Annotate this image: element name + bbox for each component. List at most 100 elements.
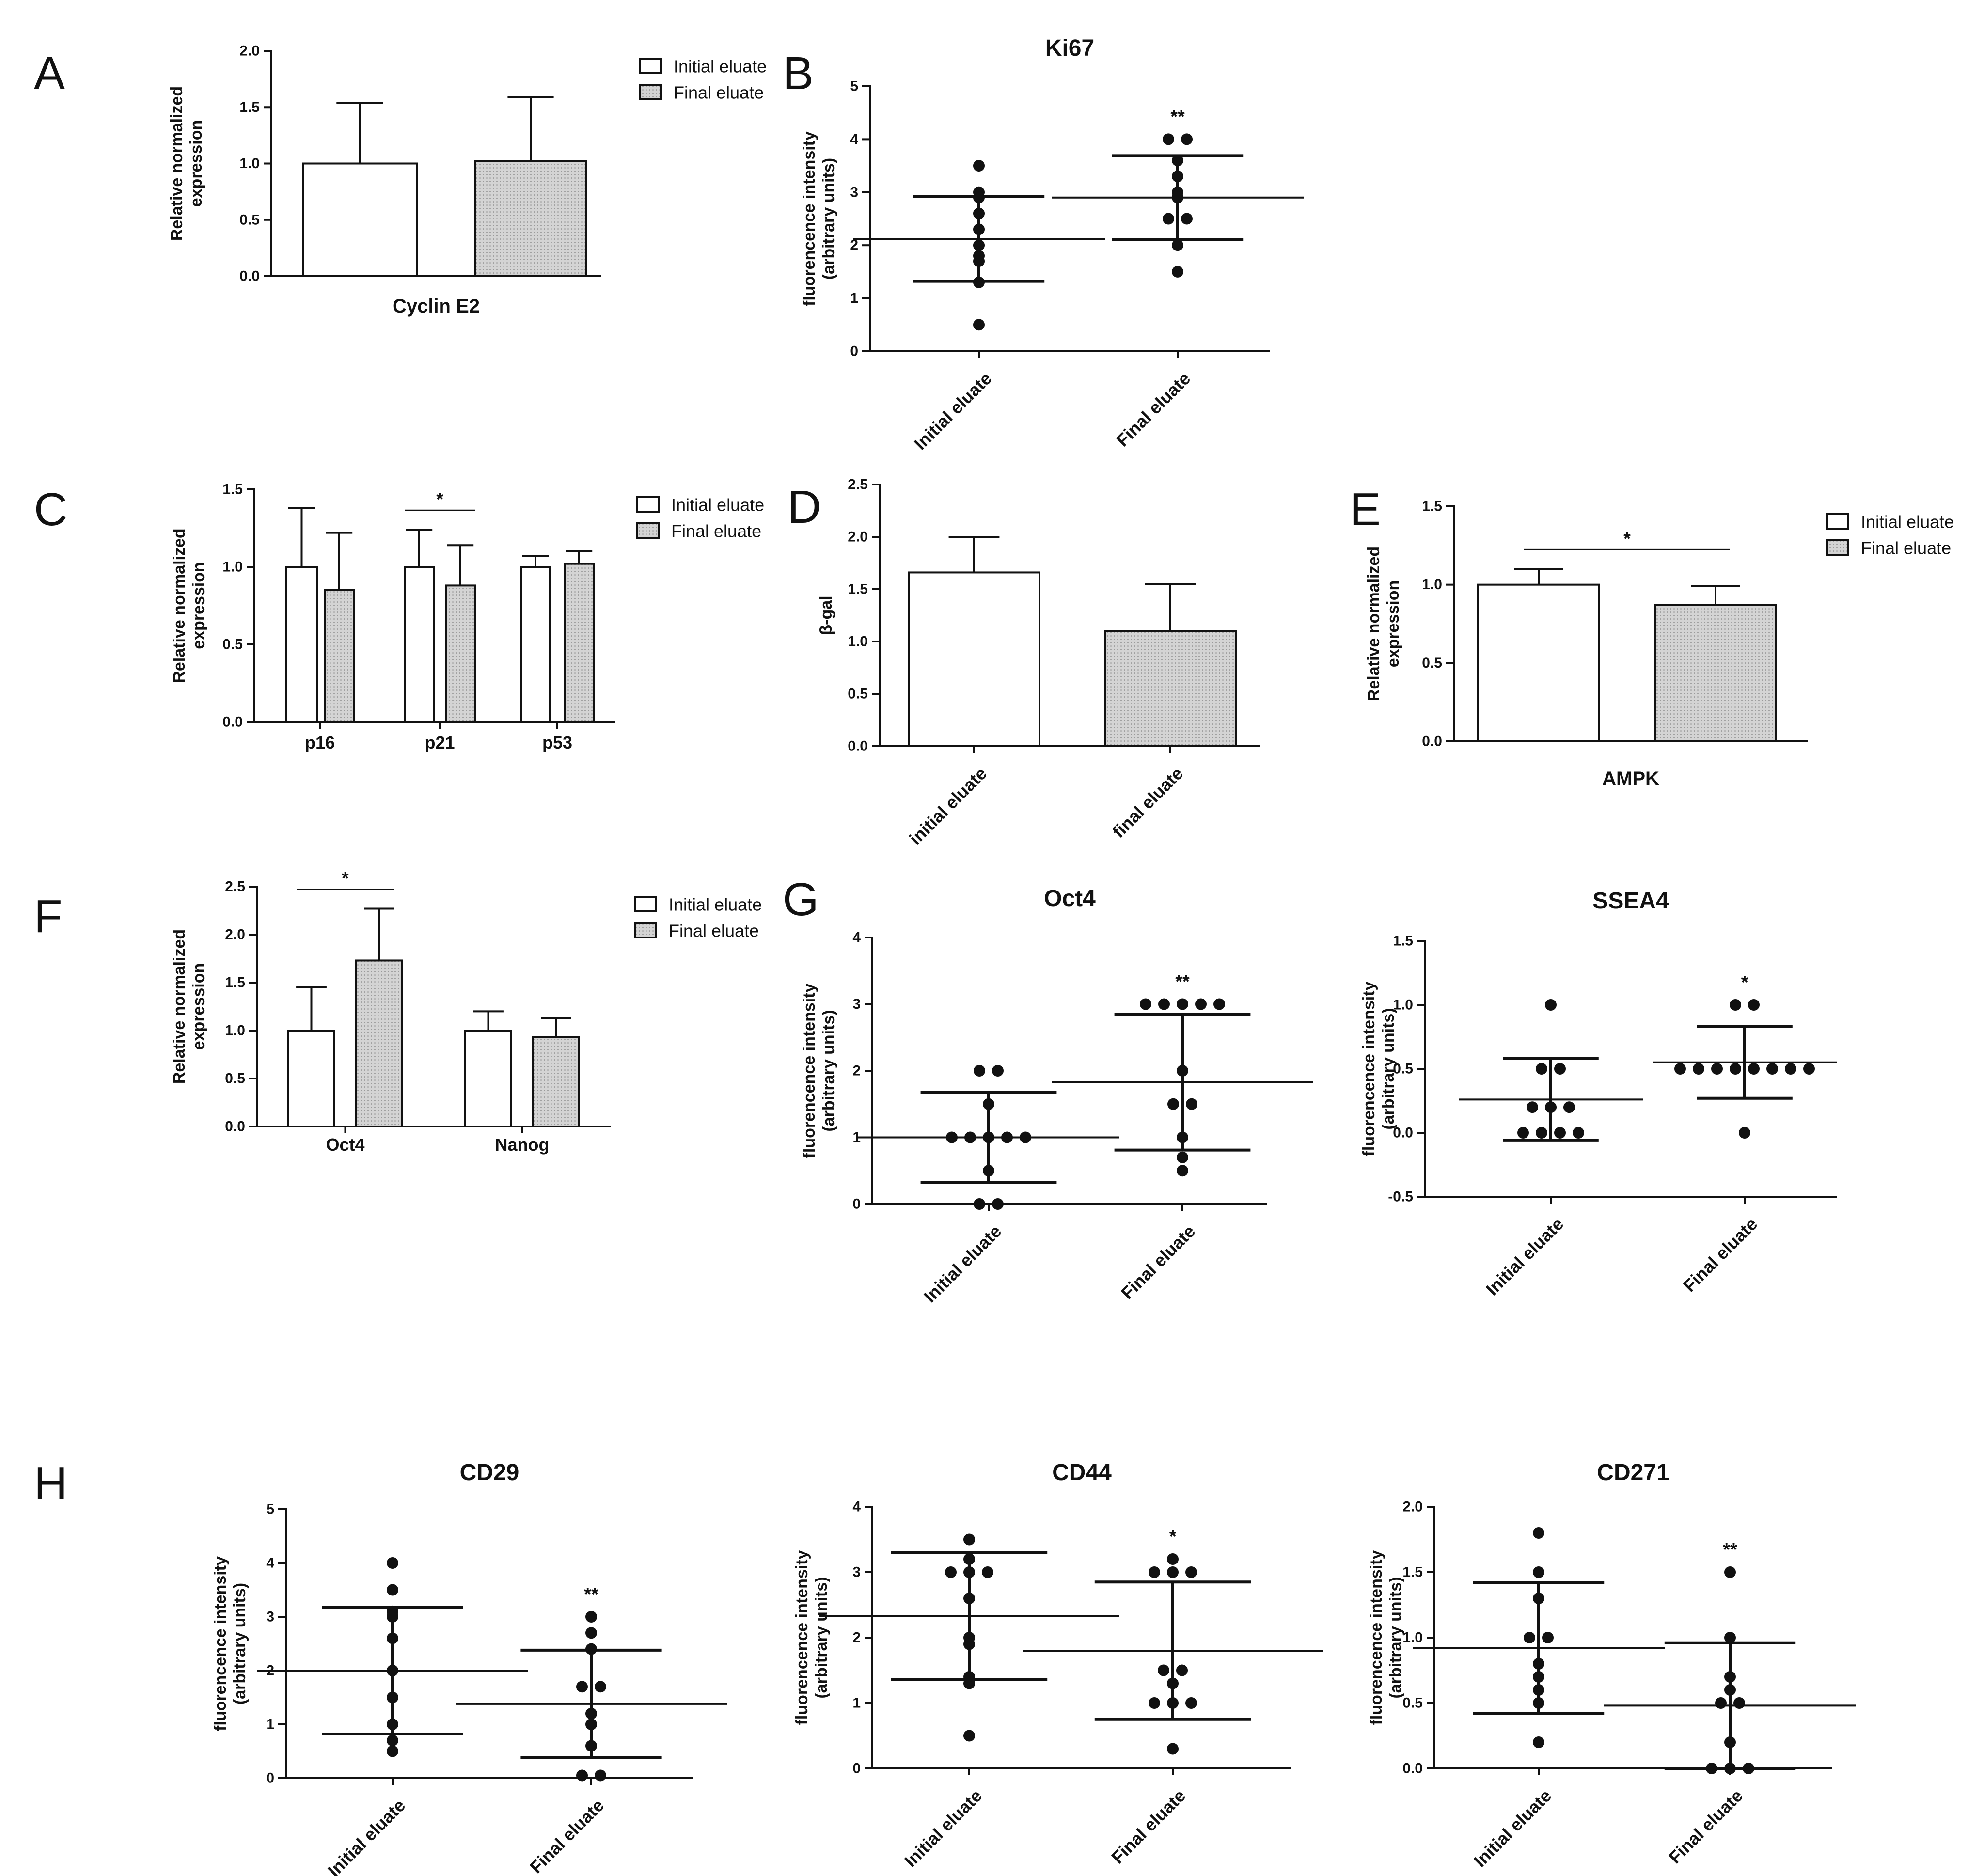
y-axis-label: Relative normalized: [170, 929, 189, 1084]
data-point: [974, 1198, 985, 1210]
data-point: [1730, 999, 1741, 1011]
y-axis-label: (arbitrary units): [1386, 1577, 1405, 1698]
data-point: [585, 1611, 597, 1623]
data-point: [387, 1719, 398, 1730]
y-axis-label: (arbitrary units): [1379, 1008, 1398, 1129]
data-point: [585, 1707, 597, 1720]
data-point: [1542, 1632, 1554, 1643]
data-point: [973, 207, 985, 219]
data-point: [1743, 1763, 1754, 1774]
y-axis-label: (arbitrary units): [819, 158, 838, 280]
data-point: [585, 1643, 597, 1655]
data-point: [1724, 1671, 1736, 1683]
data-point: [1785, 1063, 1796, 1075]
data-point: [963, 1638, 975, 1650]
data-point: [974, 1065, 985, 1077]
data-point: [1181, 213, 1193, 225]
y-tick-label: 4: [850, 131, 858, 147]
significance-marker: **: [584, 1584, 598, 1605]
bar-final-eluate: [355, 959, 403, 1127]
bar-final-eluate: [532, 1036, 580, 1128]
data-point: [945, 1566, 957, 1578]
data-point: [1724, 1632, 1736, 1643]
data-point: [1158, 1664, 1169, 1676]
data-point: [983, 1131, 994, 1143]
y-tick-label: 0.0: [1393, 1125, 1413, 1141]
data-point: [387, 1735, 398, 1747]
legend-swatch-final: [1826, 539, 1849, 556]
data-point: [1533, 1658, 1544, 1670]
chart-title: CD271: [1597, 1460, 1669, 1485]
data-point: [1748, 1063, 1760, 1075]
data-point: [1554, 1127, 1566, 1139]
data-point: [1533, 1527, 1544, 1539]
panel-letter: G: [783, 874, 819, 925]
data-point: [1177, 1151, 1188, 1163]
data-point: [1163, 213, 1174, 225]
panel-letter: F: [34, 891, 63, 942]
data-point: [982, 1566, 993, 1578]
x-category-label: Nanog: [495, 1135, 550, 1155]
y-tick-label: 1.0: [222, 559, 243, 575]
y-axis-label: fluorencence intensity: [793, 1550, 811, 1725]
y-tick-label: 1.0: [1422, 577, 1442, 593]
y-tick-label: 1.0: [225, 1023, 245, 1039]
data-point: [387, 1745, 398, 1757]
data-point: [973, 276, 985, 288]
data-point: [1533, 1697, 1544, 1709]
data-point: [1167, 1697, 1179, 1709]
data-point: [1167, 1098, 1179, 1110]
data-point: [1158, 998, 1170, 1010]
panel-letter: H: [34, 1457, 67, 1509]
panel-letter: B: [783, 47, 814, 99]
y-tick-label: 0: [852, 1196, 861, 1212]
legend-swatch-initial: [639, 58, 662, 74]
x-axis-label: Cyclin E2: [393, 296, 480, 317]
y-tick-label: 4: [852, 930, 861, 946]
y-tick-label: 2.0: [225, 927, 245, 943]
x-category-label: Final eluate: [1112, 368, 1194, 450]
chart-title: Oct4: [1044, 886, 1096, 911]
y-tick-label: 0: [852, 1761, 861, 1777]
x-category-label: Oct4: [326, 1135, 364, 1155]
y-axis-label: (arbitrary units): [819, 1010, 838, 1131]
bar-initial-eluate: [302, 162, 418, 277]
panel-letter: C: [34, 484, 67, 535]
bar-final-eluate: [445, 584, 476, 723]
data-point: [387, 1691, 398, 1704]
y-tick-label: 1: [266, 1717, 274, 1733]
data-point: [973, 223, 985, 235]
y-axis-label: Relative normalized: [1365, 547, 1383, 701]
y-tick-label: 3: [266, 1609, 274, 1625]
y-tick-label: -0.5: [1388, 1189, 1413, 1205]
y-tick-label: 0.0: [225, 1119, 245, 1135]
x-category-label: final eluate: [1108, 763, 1187, 842]
y-tick-label: 1.0: [1393, 997, 1413, 1013]
data-point: [1149, 1697, 1160, 1709]
data-point: [1724, 1684, 1736, 1696]
panel-letter: E: [1350, 484, 1381, 535]
data-point: [1001, 1131, 1013, 1143]
data-point: [1186, 1098, 1197, 1110]
legend-label-initial: Initial eluate: [1861, 512, 1954, 532]
y-tick-label: 0.5: [1422, 655, 1442, 671]
legend-label-initial: Initial eluate: [674, 57, 767, 77]
significance-marker: *: [436, 489, 443, 510]
data-point: [963, 1566, 975, 1578]
data-point: [1533, 1736, 1544, 1748]
legend-swatch-final: [639, 84, 662, 100]
x-axis-label: AMPK: [1602, 768, 1659, 789]
y-axis-label: Relative normalized: [170, 528, 189, 683]
y-axis-label: expression: [189, 963, 208, 1050]
data-point: [1181, 133, 1193, 145]
data-point: [963, 1593, 975, 1604]
data-point: [1172, 191, 1183, 203]
x-category-label: Final eluate: [1679, 1214, 1761, 1296]
data-point: [983, 1098, 994, 1110]
y-axis-label: fluorencence intensity: [1367, 1550, 1386, 1725]
data-point: [1149, 1566, 1160, 1578]
data-point: [595, 1769, 606, 1782]
data-point: [387, 1557, 398, 1569]
bar-initial-eluate: [1477, 583, 1600, 742]
y-tick-label: 2: [850, 237, 858, 253]
